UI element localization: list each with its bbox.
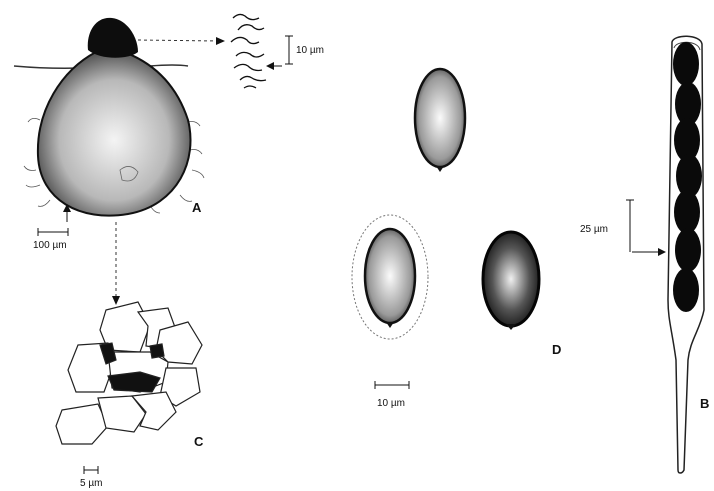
scale-label-peridium: 5 µm bbox=[80, 478, 102, 489]
ascus-drawing: 25 µm B bbox=[580, 36, 709, 473]
hyphae-detail bbox=[231, 14, 266, 88]
ascospore-right bbox=[483, 232, 539, 326]
scale-label-ascus: 25 µm bbox=[580, 224, 608, 235]
ascoma-body bbox=[38, 48, 191, 216]
pointer-to-hyphae bbox=[138, 37, 225, 45]
scale-bar-ascospores bbox=[375, 381, 409, 389]
ascospore-left bbox=[365, 229, 415, 323]
panel-label-c: C bbox=[194, 434, 204, 449]
ascospores bbox=[352, 69, 539, 339]
pointer-to-peridium bbox=[112, 222, 120, 305]
ascospore-top bbox=[415, 69, 465, 167]
scale-bar-ascus bbox=[626, 200, 634, 252]
ascoma-drawing: 100 µm A bbox=[14, 18, 204, 251]
panel-label-b: B bbox=[700, 396, 709, 411]
scale-label-ascomata: 100 µm bbox=[33, 240, 67, 251]
peridium-cells bbox=[56, 302, 202, 444]
panel-label-d: D bbox=[552, 342, 561, 357]
scale-bar-hyphae bbox=[285, 36, 293, 64]
scale-label-hyphae: 10 µm bbox=[296, 45, 324, 56]
panel-label-a: A bbox=[192, 200, 202, 215]
scale-bar-peridium bbox=[84, 466, 98, 474]
scale-label-ascospores: 10 µm bbox=[377, 398, 405, 409]
ascoma-neck bbox=[88, 18, 138, 58]
